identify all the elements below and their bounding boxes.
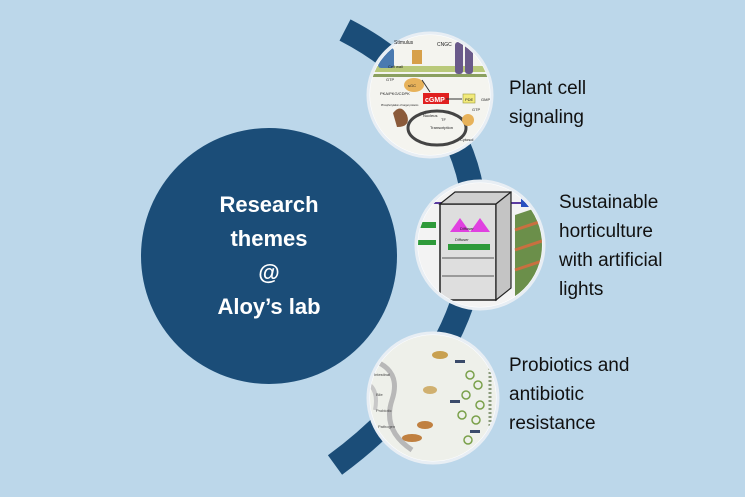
theme-label-line: horticulture [559,221,653,242]
theme-label-line: lights [559,279,604,300]
thumb1-label-nucleus: Nucleus [423,113,437,118]
theme-label-horticulture: Sustainable horticulture with artificial… [559,188,662,304]
thumb1-label-gmp: GMP [481,97,490,102]
thumb3-label-intestinal: Intestinal [374,372,390,377]
thumb1-label-cgmp: cGMP [425,97,445,104]
theme-label-line: resistance [509,413,596,434]
hub-line-themes: themes [230,226,308,251]
thumb1-label-transcription: Transcription [430,125,453,130]
hub-line-research: Research [219,192,319,217]
thumb2-label-diffuser-1: Diffuser [460,226,474,231]
thumb1-label-cell-wall: Cell wall [388,64,403,69]
thumb1-label-stimulus: Stimulus [394,40,414,46]
hub-line-at: @ [258,260,280,285]
thumb1-label-phosphorylation: Phosphorylation of target proteins [381,104,419,107]
theme-label-line: antibiotic [509,384,584,405]
thumb1-label-cytosol: Cytosol [460,137,473,142]
thumb1-label-cngc: CNGC [437,42,452,48]
thumb1-label-gtp-2: GTP [472,107,481,112]
theme-label-line: Sustainable [559,192,659,213]
theme-label-line: with artificial [559,250,663,271]
research-themes-hub: Research themes @ Aloy’s lab [141,128,397,384]
thumbnail-plant-cell-signaling: Stimulus CNGC Cell wall GTP sGC PKA/PKG/… [366,31,494,159]
thumbnail-horticulture: Diffuser Diffuser [414,179,546,311]
hub-line-lab: Aloy’s lab [217,294,321,319]
thumb3-label-pathogen: Pathogen [378,424,395,429]
thumbnail-probiotics: Intestinal Bile Probiotic Pathogen [366,331,500,465]
theme-label-line: Probiotics and [509,355,630,376]
thumb2-label-diffuser-2: Diffuser [455,237,469,242]
thumb1-label-pde: PDE [465,97,474,102]
thumb1-label-tf: TF [441,117,446,122]
theme-label-line: Plant cell [509,78,587,99]
theme-label-plant-cell-signaling: Plant cell signaling [509,74,586,132]
theme-label-line: signaling [509,107,584,128]
thumb3-label-bile: Bile [376,392,383,397]
thumb1-label-pka: PKA/PKG/CDPK [380,91,410,96]
thumb1-label-sgc: sGC [408,83,416,88]
theme-label-probiotics: Probiotics and antibiotic resistance [509,351,629,438]
thumb3-label-probiotic: Probiotic [376,408,392,413]
thumb1-label-gtp: GTP [386,77,395,82]
